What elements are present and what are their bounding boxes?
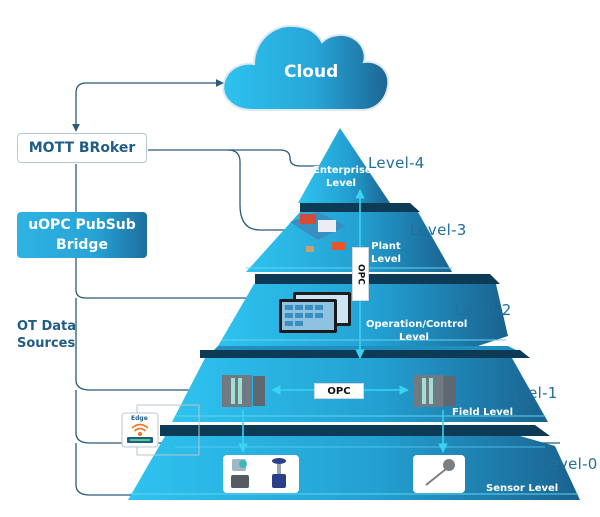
tier-name-level-1: Field Level <box>452 407 513 418</box>
tier-name-line2: Level <box>326 178 356 189</box>
level-tag-3: Level-3 <box>410 221 467 239</box>
level-tag-0: Level-0 <box>541 455 598 473</box>
bridge-level2-connector <box>75 258 255 299</box>
opc-logo-vertical: OPC <box>352 247 369 301</box>
ot-label-line2: Sources <box>17 336 76 351</box>
ot-label-line1: OT Data <box>17 319 76 334</box>
hmi-panel-icon <box>279 292 351 333</box>
bridge-label-line1: uOPC PubSub <box>28 217 136 233</box>
mqtt-enterprise-connector <box>148 149 322 167</box>
wifi-icon <box>131 423 149 437</box>
bridge-label-line2: Bridge <box>56 237 108 253</box>
plc-right-icon <box>413 375 456 407</box>
sensor-card-left <box>223 455 299 493</box>
tier-name-level-0: Sensor Level <box>486 483 559 494</box>
ot-edge-connector <box>75 390 560 444</box>
ot-level0-connector <box>75 443 226 496</box>
sensor-card-right <box>413 455 465 493</box>
tier-name-line1: Plant <box>371 241 401 252</box>
level-tag-4: Level-4 <box>368 154 425 172</box>
level-tag-2: Level-2 <box>455 301 512 319</box>
mqtt-plant-connector <box>227 149 285 231</box>
ot-level1-connector <box>75 298 222 391</box>
cloud-icon <box>222 24 390 111</box>
tier-name-line2: Level <box>399 332 429 343</box>
tier-name-line1: Enterprise <box>313 165 372 176</box>
plc-left-icon <box>222 375 265 407</box>
cloud-label: Cloud <box>284 62 339 82</box>
tier-name-line2: Level <box>371 254 401 265</box>
uopc-pubsub-bridge-box[interactable]: uOPC PubSub Bridge <box>17 212 147 258</box>
edge-label: Edge <box>131 415 148 422</box>
tier-name-level-4: Enterprise Level <box>313 164 372 190</box>
opc-logo-horizontal: OPC <box>314 383 364 399</box>
tier-name-level-2: Operation/Control Level <box>366 318 468 344</box>
plant-factory-icon <box>290 212 346 252</box>
tier-level-3 <box>246 212 452 272</box>
connector-lines <box>72 79 560 496</box>
cloud-mqtt-connector <box>72 79 224 132</box>
tier-name-level-3: Plant Level <box>368 240 404 266</box>
pyramid <box>128 128 580 500</box>
tier-name-line1: Operation/Control <box>366 319 468 330</box>
ot-data-sources-label: OT Data Sources <box>17 318 76 352</box>
edge-device <box>121 404 200 456</box>
control-valve-icon <box>272 458 286 488</box>
mqtt-broker-box[interactable]: MOTT BRoker <box>17 133 147 163</box>
tier-level-4 <box>298 128 390 203</box>
temperature-probe-icon <box>425 459 455 486</box>
level-tag-1: Level-1 <box>501 384 558 402</box>
